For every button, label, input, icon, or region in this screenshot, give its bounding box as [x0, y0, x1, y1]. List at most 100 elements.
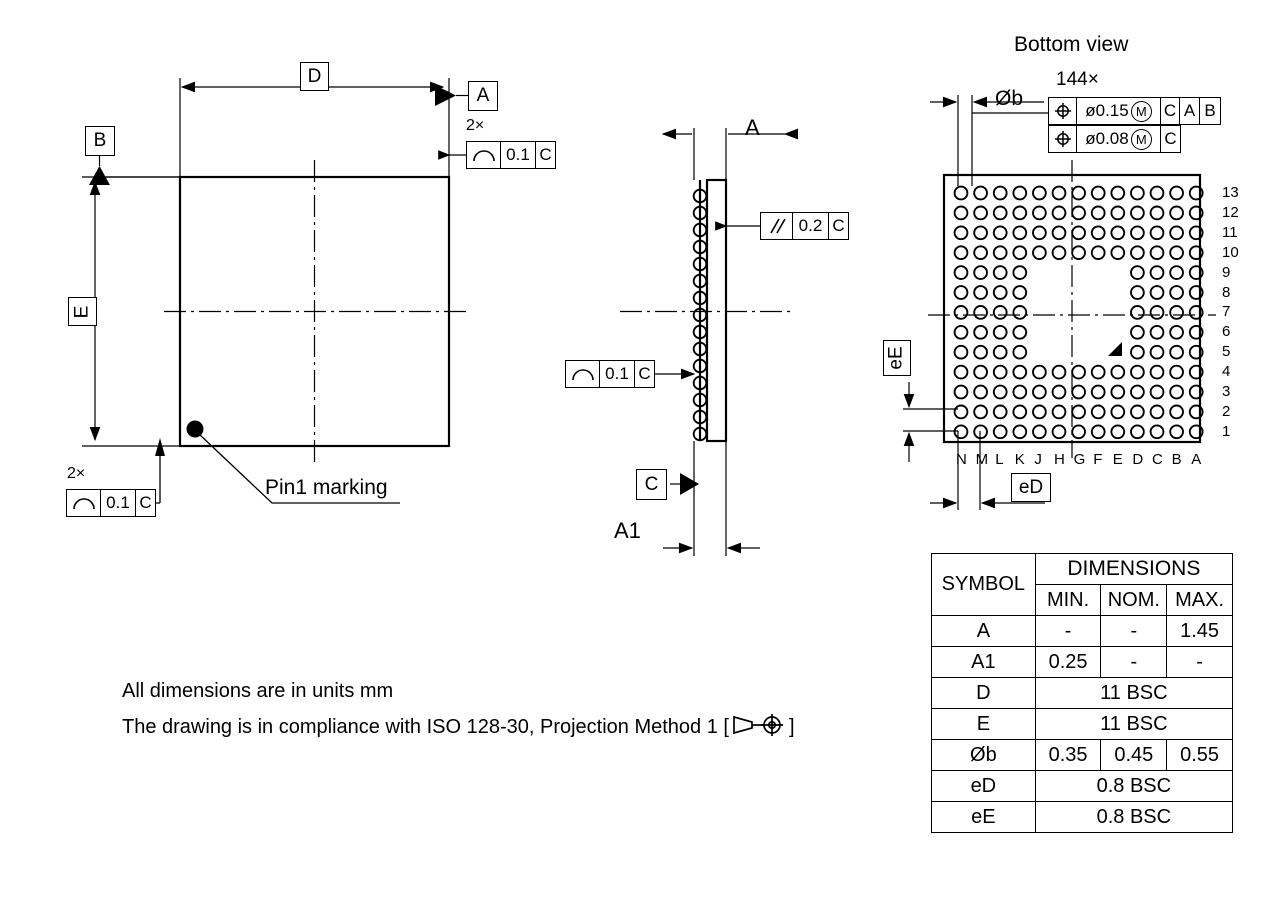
- solder-ball: [973, 324, 988, 340]
- pitch-label-eE: eE: [883, 340, 911, 376]
- solder-ball: [1149, 404, 1165, 420]
- solder-ball: [1169, 305, 1184, 320]
- table-cell-symbol: eE: [931, 801, 1036, 833]
- parallelism-icon: [761, 213, 793, 239]
- solder-ball: [973, 364, 988, 380]
- solder-ball: [953, 265, 969, 280]
- solder-ball: [992, 364, 1008, 380]
- solder-ball: [1188, 424, 1204, 440]
- solder-ball: [953, 424, 969, 440]
- table-header-max: MAX.: [1166, 584, 1233, 616]
- side-view-dim-A: A: [745, 115, 760, 140]
- position-datum-1c: B: [1204, 101, 1216, 120]
- solder-ball: [992, 305, 1008, 320]
- note-line-2: The drawing is in compliance with ISO 12…: [122, 713, 795, 741]
- solder-ball: [973, 205, 988, 221]
- solder-ball: [1130, 305, 1145, 320]
- callout-side-profile-datum: C: [638, 364, 651, 383]
- dimension-label-E-text: E: [71, 305, 93, 318]
- solder-ball: [1012, 265, 1028, 280]
- solder-ball: [1149, 265, 1165, 280]
- solder-ball: [1051, 225, 1067, 241]
- solder-ball: [992, 265, 1008, 280]
- solder-ball: [1012, 205, 1028, 221]
- ball-column-label: A: [1191, 451, 1202, 468]
- callout-bottom-profile: 0.1 C: [66, 489, 156, 517]
- table-header-symbol: SYMBOL: [931, 553, 1036, 616]
- callout-bottom-tol: 0.1: [101, 490, 136, 516]
- solder-ball: [953, 324, 969, 340]
- solder-ball: [1149, 384, 1165, 400]
- solder-ball: [973, 285, 988, 300]
- solder-ball: [1188, 185, 1204, 201]
- note-line-1: All dimensions are in units mm: [122, 680, 394, 702]
- solder-ball: [1149, 344, 1165, 360]
- ball-row-label: 12: [1222, 203, 1239, 221]
- solder-ball: [992, 245, 1008, 261]
- solder-ball: [1012, 185, 1028, 201]
- datum-c-text: C: [644, 473, 659, 495]
- profile-of-surface-icon: [467, 142, 501, 168]
- solder-ball: [1032, 225, 1047, 241]
- solder-ball: [1090, 364, 1106, 380]
- solder-ball: [1032, 384, 1047, 400]
- solder-ball: [992, 384, 1008, 400]
- solder-ball: [1110, 404, 1126, 420]
- table-cell-value: 11 BSC: [1034, 708, 1234, 740]
- table-cell-symbol: eD: [931, 770, 1036, 802]
- profile-of-surface-icon: [67, 490, 101, 516]
- solder-ball: [1188, 305, 1204, 320]
- solder-ball: [1110, 225, 1126, 241]
- callout-bottom-datum: C: [139, 493, 152, 512]
- table-cell-max: -: [1166, 646, 1233, 678]
- bottom-view-geometry: [903, 95, 1216, 510]
- pitch-label-eD: eD: [1011, 473, 1051, 502]
- solder-ball: [992, 424, 1008, 440]
- solder-ball: [992, 285, 1008, 300]
- position-datum-1a: C: [1161, 98, 1180, 124]
- table-cell-value: 0.8 BSC: [1034, 801, 1234, 833]
- ball-row-label: 4: [1222, 363, 1231, 381]
- pitch-label-eE-text: eE: [886, 346, 907, 370]
- table-cell-symbol: D: [931, 677, 1036, 709]
- solder-ball: [992, 205, 1008, 221]
- solder-ball: [1188, 364, 1204, 380]
- solder-ball: [1188, 324, 1204, 340]
- callout-top-qty: 2×: [466, 117, 485, 134]
- solder-ball: [1032, 424, 1047, 440]
- solder-ball: [1051, 364, 1067, 380]
- table-header-nom: NOM.: [1100, 584, 1168, 616]
- ball-row-label: 9: [1222, 263, 1231, 281]
- solder-ball: [1188, 384, 1204, 400]
- callout-top-datum: C: [539, 145, 552, 164]
- solder-ball: [1130, 185, 1145, 201]
- solder-ball: [1090, 245, 1106, 261]
- solder-ball: [1130, 225, 1145, 241]
- solder-ball: [973, 225, 988, 241]
- datum-a-label: A: [468, 81, 498, 111]
- solder-ball: [1090, 384, 1106, 400]
- solder-ball: [1012, 344, 1028, 360]
- ball-column-label: F: [1093, 451, 1103, 468]
- solder-ball: [1169, 324, 1184, 340]
- solder-ball: [1071, 245, 1086, 261]
- ball-column-label: L: [995, 451, 1004, 468]
- table-cell-symbol: Øb: [931, 739, 1036, 771]
- table-cell-max: 0.55: [1166, 739, 1233, 771]
- side-view-dim-A1: A1: [614, 518, 641, 543]
- ball-row-label: 2: [1222, 402, 1231, 420]
- solder-ball: [1130, 424, 1145, 440]
- datum-b-text: B: [93, 130, 107, 151]
- solder-ball: [1169, 404, 1184, 420]
- table-cell-min: 0.25: [1034, 646, 1102, 678]
- table-cell-nom: -: [1100, 646, 1168, 678]
- solder-ball: [1071, 364, 1086, 380]
- solder-ball: [1051, 424, 1067, 440]
- solder-ball: [1130, 344, 1145, 360]
- solder-ball: [1188, 245, 1204, 261]
- solder-ball: [1032, 404, 1047, 420]
- solder-ball: [973, 404, 988, 420]
- solder-ball: [1169, 265, 1184, 280]
- solder-ball: [1110, 424, 1126, 440]
